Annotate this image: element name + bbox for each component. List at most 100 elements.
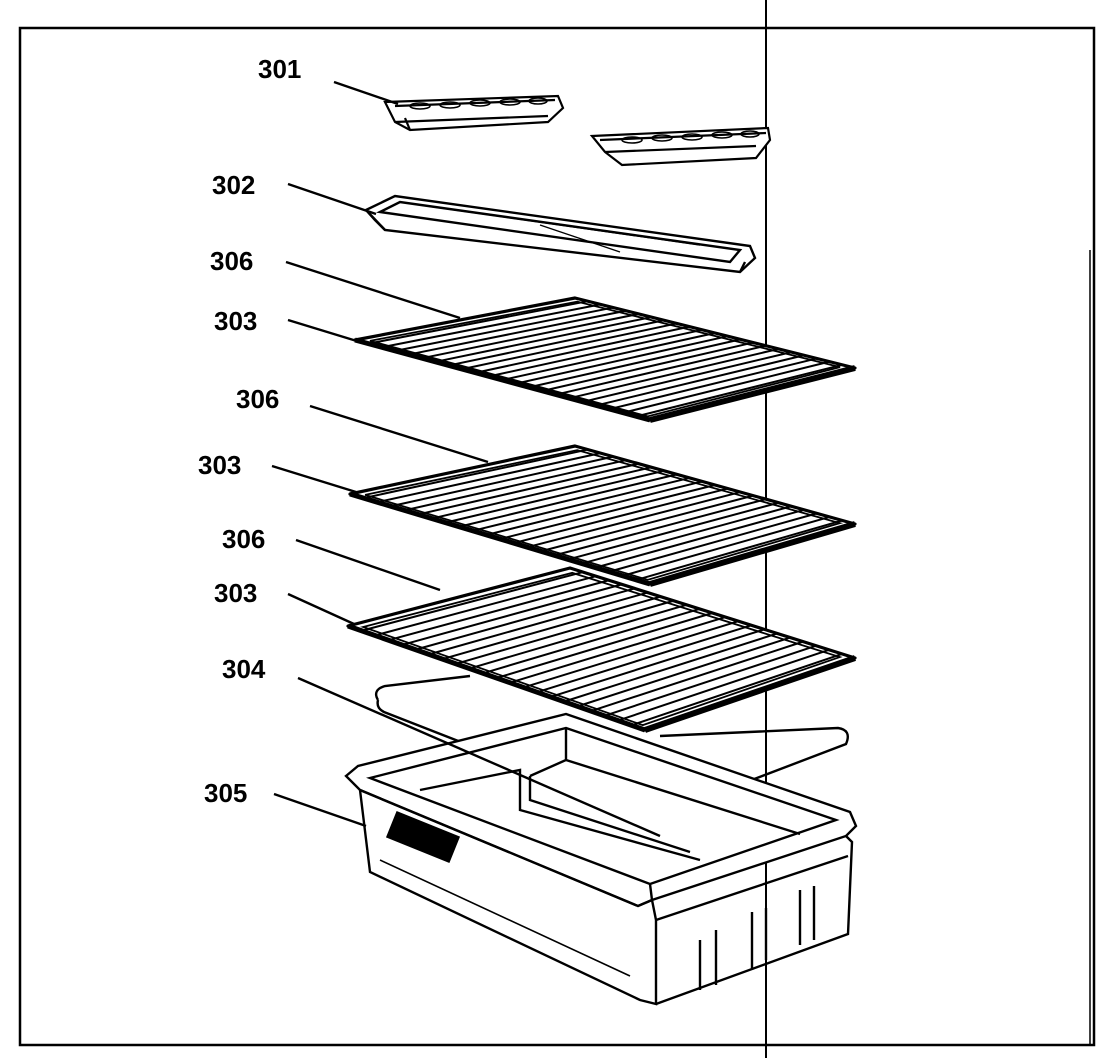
shelf-wire: [515, 335, 728, 385]
shelf-wire: [395, 306, 614, 352]
shelf-wire: [415, 587, 636, 651]
shelf-wire: [361, 571, 584, 632]
leader-303-middle: [271, 464, 357, 494]
shelf-wire: [540, 494, 754, 553]
shelf-wire: [595, 508, 805, 569]
wire-shelf-middle: [348, 444, 857, 587]
shelf-wire: [469, 603, 687, 670]
ice-tray-holder: [363, 194, 757, 274]
shelf-front-edge: [649, 365, 856, 423]
shelf-wire: [622, 515, 830, 577]
leader-301: [333, 80, 399, 106]
shelf-wire: [502, 332, 716, 381]
shelf-wire: [404, 459, 627, 512]
shelf-wire: [496, 612, 713, 679]
shelf-wire: [569, 347, 779, 400]
ice-tray-right: [589, 126, 772, 167]
crisper-drawer: [344, 712, 858, 1006]
shelf-wire: [388, 579, 610, 642]
ice-tray-left: [383, 94, 565, 132]
shelf-wire: [636, 519, 843, 581]
leader-lines: [271, 80, 661, 838]
shelf-wire: [435, 316, 652, 363]
shelf-wire: [631, 652, 843, 727]
shelf-wire: [609, 357, 818, 411]
shelf-wire: [617, 648, 830, 722]
leader-302: [287, 182, 377, 216]
leader-306-bottom: [295, 538, 441, 592]
callout-labels: 301 302 306 303 306 303 306 303 304 305: [198, 54, 301, 808]
shelf-wire: [455, 599, 674, 665]
shelf-wire: [482, 607, 700, 675]
leader-304: [297, 676, 661, 838]
callout-303-top: 303: [214, 306, 257, 336]
callout-306-middle: 306: [236, 384, 279, 414]
callout-303-middle: 303: [198, 450, 241, 480]
shelf-wire: [368, 300, 588, 345]
shelf-wire: [431, 466, 652, 520]
shelf-wire: [604, 644, 817, 717]
shelf-wire: [401, 583, 623, 646]
shelf-wire: [554, 498, 767, 557]
diagram-frame: [18, 26, 1096, 1047]
shelf-wire: [417, 462, 639, 516]
shelf-wire: [499, 484, 716, 540]
callout-305: 305: [204, 778, 247, 808]
shelf-wire: [596, 354, 805, 407]
shelf-wire: [462, 322, 678, 371]
shelf-wire: [529, 338, 741, 389]
shelf-wire: [582, 351, 792, 403]
shelf-wire: [622, 360, 830, 414]
leader-306-middle: [309, 404, 489, 464]
shelf-wire: [542, 341, 754, 392]
shelf-wire: [472, 476, 690, 532]
shelf-wire: [527, 491, 741, 549]
callout-304: 304: [222, 654, 266, 684]
shelf-wire: [590, 640, 804, 713]
shelf-wire: [577, 636, 791, 708]
shelf-wire: [442, 595, 661, 661]
callout-301: 301: [258, 54, 301, 84]
shelf-wire: [608, 512, 818, 573]
shelf-wire: [555, 344, 767, 396]
shelf-inner-rail: [369, 300, 841, 418]
shelf-front-edge: [644, 655, 856, 733]
callout-306-top: 306: [210, 246, 253, 276]
callout-303-bottom: 303: [214, 578, 257, 608]
shelf-front-edge: [649, 521, 856, 587]
leader-305: [273, 792, 367, 828]
shelf-wire: [567, 501, 779, 561]
shelf-wire: [390, 455, 614, 508]
shelf-wire: [509, 616, 726, 684]
callout-302: 302: [212, 170, 255, 200]
shelf-wire: [523, 620, 739, 689]
leader-303-top: [287, 318, 361, 344]
shelf-wire: [428, 591, 648, 656]
shelf-wire: [381, 303, 601, 349]
shelf-wire: [536, 624, 752, 694]
shelf-wire: [636, 363, 843, 418]
leader-303-bottom: [287, 592, 355, 626]
shelf-inner-rail: [360, 571, 843, 727]
callout-306-bottom: 306: [222, 524, 265, 554]
shelf-wire: [421, 312, 639, 360]
shelf-wire: [458, 473, 678, 528]
wire-shelf-top: [353, 296, 857, 423]
shelf-wire: [408, 309, 627, 356]
shelf-inner-rail: [364, 449, 844, 581]
shelf-wire: [488, 328, 703, 378]
shelf-wire: [486, 480, 703, 536]
shelf-wire: [448, 319, 665, 367]
shelf-wire: [445, 469, 665, 524]
shelf-wire: [563, 632, 778, 703]
wire-shelf-bottom: [346, 566, 857, 733]
shelf-wire: [550, 628, 765, 698]
leader-306-top: [285, 260, 461, 320]
shelf-wire: [363, 448, 588, 500]
shelf-wire: [475, 325, 690, 374]
shelf-wire: [374, 575, 597, 637]
shelf-wire: [513, 487, 728, 545]
shelf-wire: [377, 452, 601, 504]
shelf-wire: [581, 505, 792, 565]
